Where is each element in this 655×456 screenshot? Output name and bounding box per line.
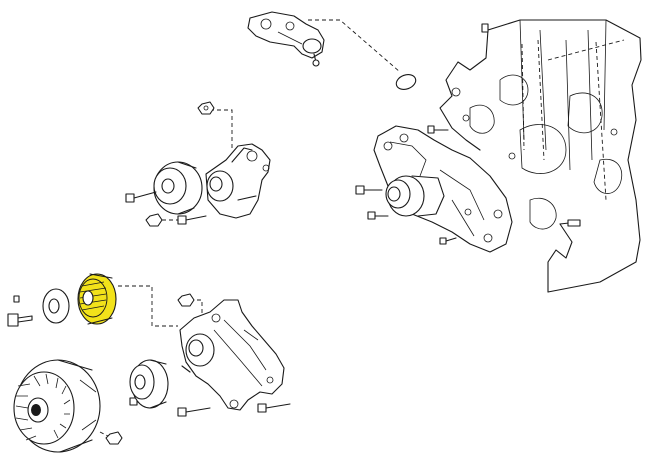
pulley-bolt xyxy=(7,313,33,327)
water-pump-bolt-3 xyxy=(427,125,449,134)
pulley-washer xyxy=(42,288,70,324)
bracket-bolt-1 xyxy=(177,407,211,417)
water-pump-stud xyxy=(439,237,457,245)
fan-clutch xyxy=(13,359,101,453)
water-outlet-housing xyxy=(247,11,325,67)
drive-pulley xyxy=(77,273,117,325)
idler-washer-bolt xyxy=(145,213,207,227)
idler-bolt xyxy=(125,191,157,203)
bracket-nut xyxy=(177,293,195,307)
fan-pulley xyxy=(129,359,169,409)
idler-nut xyxy=(197,101,215,115)
water-pump xyxy=(373,125,513,253)
engine-stud-nut xyxy=(481,23,489,33)
outlet-gasket xyxy=(395,74,417,90)
idler-pulley xyxy=(153,161,203,215)
engine-block xyxy=(439,19,642,293)
water-pump-bolt-1 xyxy=(355,185,383,195)
water-pump-bolt-2 xyxy=(367,211,389,220)
pulley-bolt-small xyxy=(13,295,20,303)
fan-clutch-nut xyxy=(105,431,123,445)
idler-pulley-bracket xyxy=(205,143,271,219)
bracket-bolt-2 xyxy=(257,403,291,413)
fan-bracket xyxy=(179,299,285,411)
